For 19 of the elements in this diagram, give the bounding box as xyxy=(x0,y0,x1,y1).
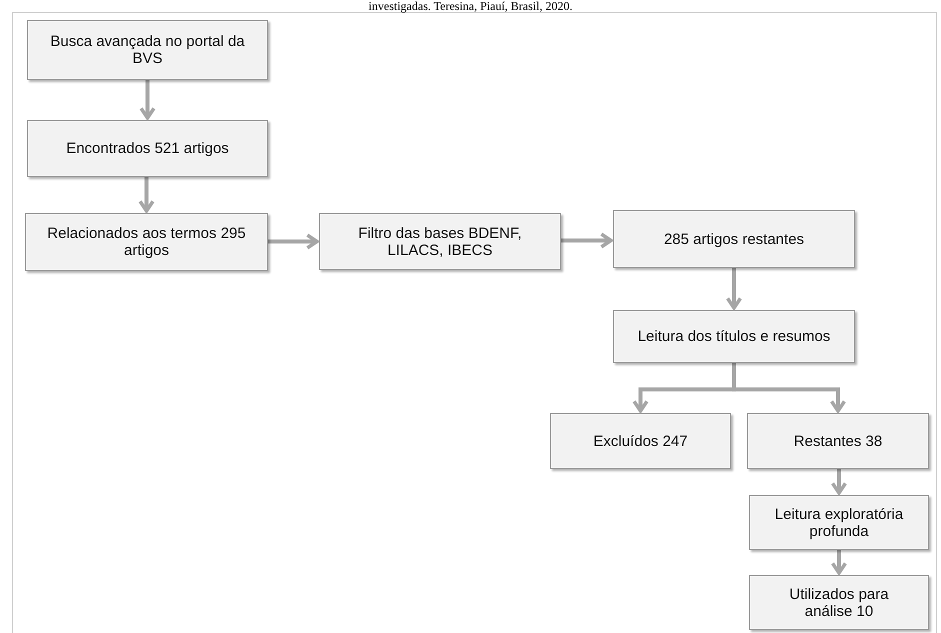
process-box: Filtro das bases BDENF, LILACS, IBECS xyxy=(319,213,561,270)
process-box: Leitura dos títulos e resumos xyxy=(613,310,855,363)
process-box: 285 artigos restantes xyxy=(613,210,855,268)
arrow xyxy=(268,233,319,250)
arrow xyxy=(726,268,742,310)
arrow xyxy=(139,80,156,120)
process-box: Utilizados para análise 10 xyxy=(749,575,929,630)
arrow xyxy=(561,232,613,249)
process-box: Busca avançada no portal da BVS xyxy=(27,20,268,80)
arrow xyxy=(138,177,155,213)
arrow xyxy=(830,469,848,495)
process-box: Restantes 38 xyxy=(747,413,929,469)
arrow xyxy=(732,363,846,413)
caption-text: investigadas. Teresina, Piauí, Brasil, 2020. xyxy=(368,0,574,12)
process-box: Relacionados aos termos 295 artigos xyxy=(25,213,268,271)
process-box: Encontrados 521 artigos xyxy=(27,120,268,177)
arrow xyxy=(830,550,848,575)
process-box: Leitura exploratória profunda xyxy=(749,495,929,550)
process-box: Excluídos 247 xyxy=(550,413,731,469)
